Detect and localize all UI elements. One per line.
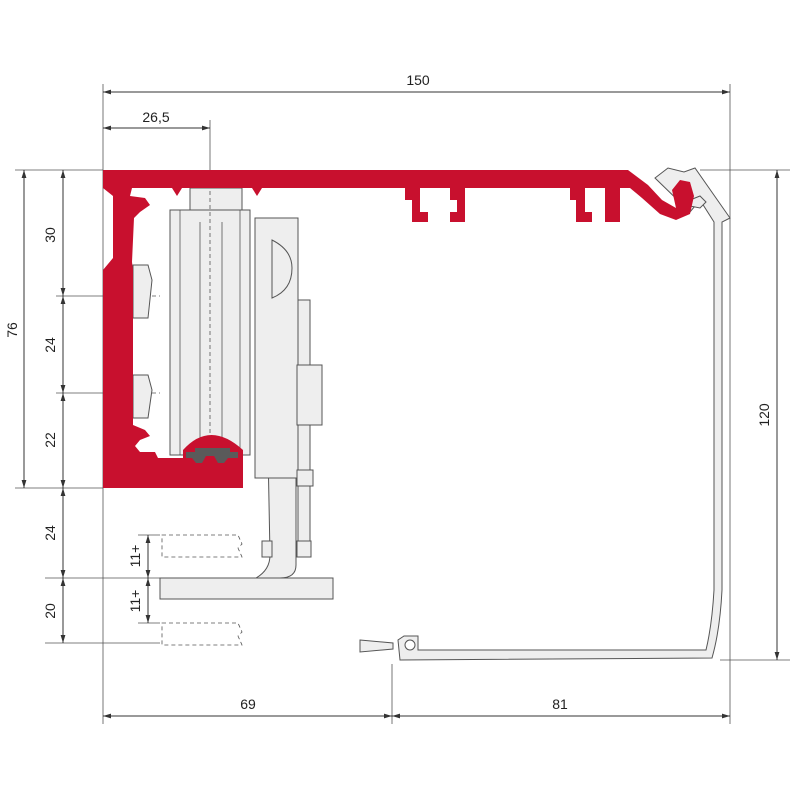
dim-bottom-left: 69 [240,696,256,712]
dimension-lines [21,89,780,719]
dim-adjust-down: 11+ [127,590,143,613]
end-bead [404,639,416,651]
dim-adjust-up: 11+ [127,545,143,568]
dim-bracket-upper: 24 [42,525,58,541]
dim-bracket-lower: 20 [42,603,58,619]
dim-offset-top: 26,5 [142,109,169,125]
nut-icon [132,374,153,419]
dim-seg-top: 30 [42,227,58,243]
nut-icon [132,264,153,319]
dim-left-height: 76 [4,322,20,338]
main-profile [103,170,694,488]
dim-seg-lower: 22 [42,432,58,448]
mounting-bracket [159,217,334,600]
dim-bottom-right: 81 [552,696,568,712]
dim-seg-middle: 24 [42,337,58,353]
end-cap-icon [359,639,394,653]
hex-bolt-icon [296,364,323,426]
roller-wheel [132,170,251,456]
bracket-alt-positions [161,534,243,646]
dim-overall-width: 150 [406,72,430,88]
front-profile [359,167,731,661]
wall-plate [159,577,334,600]
rail-insert [186,448,238,463]
dim-right-height: 120 [756,403,772,427]
